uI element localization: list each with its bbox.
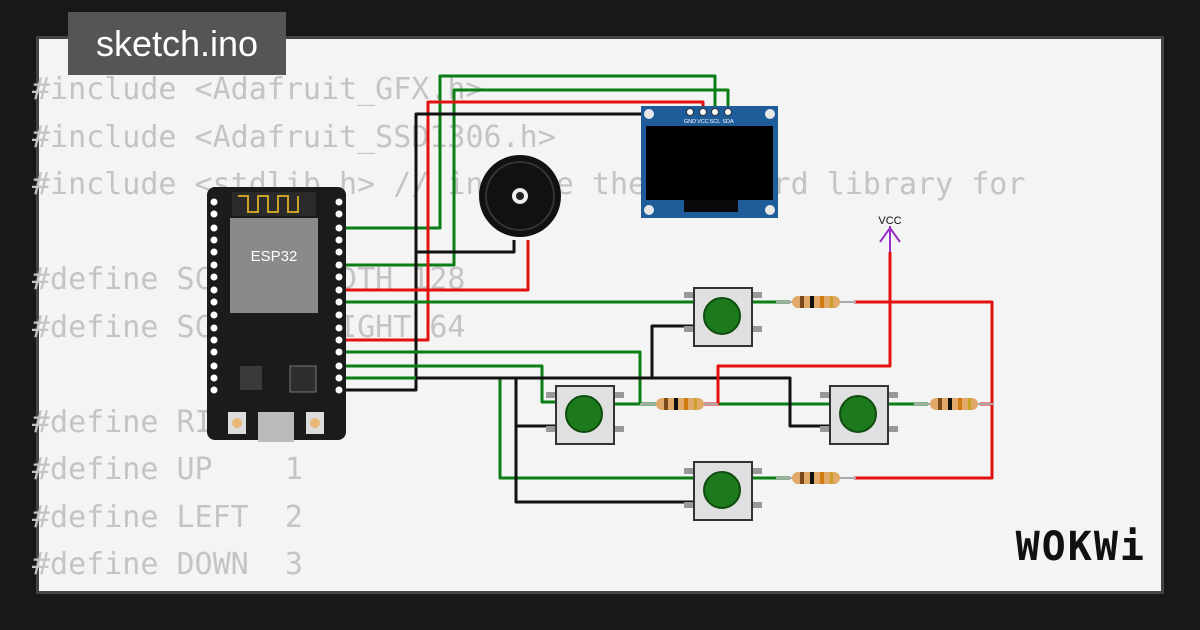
resistor-4[interactable] [776, 472, 856, 484]
wire-btn-right [341, 364, 556, 404]
wires [341, 74, 994, 504]
oled-display[interactable]: GND VCC SCL SDA [641, 106, 778, 218]
oled-pin-gnd: GND [684, 119, 696, 125]
code-line: #define DOWN 3 [32, 547, 303, 582]
buzzer[interactable] [479, 155, 561, 237]
pushbutton-left[interactable] [546, 385, 624, 445]
code-line: #include <Adafruit_SSD1306.h> [32, 119, 556, 155]
wire-gnd-chain [416, 376, 830, 428]
esp32-pins-right [335, 198, 343, 394]
wire-gnd-btn-up [650, 324, 694, 378]
vcc-symbol: VCC [878, 215, 902, 252]
esp32-label: ESP32 [251, 248, 298, 265]
wire-buzzer-pos [341, 240, 530, 292]
code-line: #define LEFT 2 [32, 499, 303, 535]
wire-gnd-btn-down [514, 426, 694, 504]
resistor-1[interactable] [776, 296, 856, 308]
esp32-board[interactable]: ESP32 [207, 187, 346, 442]
oled-pin-scl: SCL [710, 119, 721, 125]
pushbutton-right[interactable] [820, 385, 898, 445]
oled-pin-sda: SDA [722, 119, 734, 125]
pushbutton-up[interactable] [684, 287, 762, 347]
wire-oled-vcc [341, 100, 705, 342]
wokwi-logo: WOKWi [1015, 524, 1146, 570]
code-line: #define UP 1 [32, 452, 303, 487]
wire-vcc-rail [854, 300, 994, 480]
resistor-3[interactable] [914, 398, 994, 410]
wire-buzzer-neg [416, 240, 516, 254]
wire-oled-sda [341, 74, 717, 230]
esp32-pins-left [210, 198, 218, 394]
vcc-label: VCC [878, 215, 901, 227]
resistor-2[interactable] [640, 398, 718, 410]
pushbutton-down[interactable] [684, 461, 762, 521]
oled-pin-headers [686, 108, 732, 116]
file-tab[interactable]: sketch.ino [68, 12, 286, 75]
oled-pin-vcc: VCC [697, 119, 709, 125]
